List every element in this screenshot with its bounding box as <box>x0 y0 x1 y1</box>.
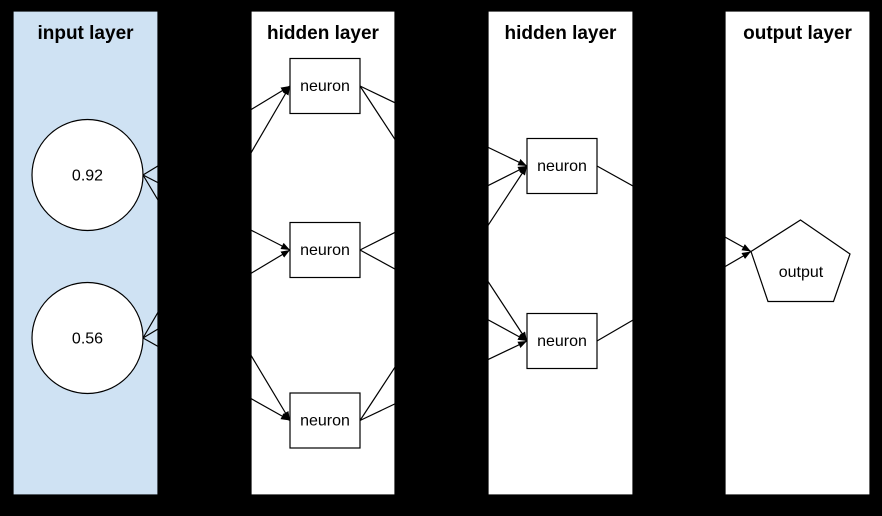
gap-mask-1 <box>159 0 250 516</box>
gap-mask-2 <box>396 0 487 516</box>
output-node-label: output <box>779 264 824 281</box>
hidden-layer-2-title: hidden layer <box>505 23 618 44</box>
hidden-layer-1-title: hidden layer <box>267 23 380 44</box>
panel-input-layer <box>12 10 159 496</box>
hidden2-neuron-2-label: neuron <box>537 333 587 350</box>
panel-hidden-layer-2 <box>487 10 634 496</box>
hidden2-neuron-2 <box>526 312 598 370</box>
hidden1-neuron-2 <box>289 221 361 279</box>
hidden1-neuron-1-label: neuron <box>300 78 350 95</box>
input-node-2 <box>31 281 144 395</box>
input-node-2-value: 0.56 <box>72 331 103 348</box>
input-node-1 <box>31 118 144 232</box>
hidden1-neuron-3 <box>289 392 361 449</box>
hidden1-neuron-2-label: neuron <box>300 242 350 259</box>
hidden1-neuron-3-label: neuron <box>300 413 350 430</box>
gap-mask-3 <box>634 0 724 516</box>
nodes <box>31 57 851 449</box>
output-node-pentagon <box>750 219 851 303</box>
gap-masks <box>159 0 724 516</box>
hidden2-neuron-1 <box>526 137 598 195</box>
output-layer-title: output layer <box>743 23 852 44</box>
hidden1-neuron-1 <box>289 57 361 115</box>
labels: input layer hidden layer hidden layer ou… <box>37 23 852 430</box>
hidden2-neuron-1-label: neuron <box>537 158 587 175</box>
input-layer-title: input layer <box>37 23 134 44</box>
input-node-1-value: 0.92 <box>72 168 103 185</box>
